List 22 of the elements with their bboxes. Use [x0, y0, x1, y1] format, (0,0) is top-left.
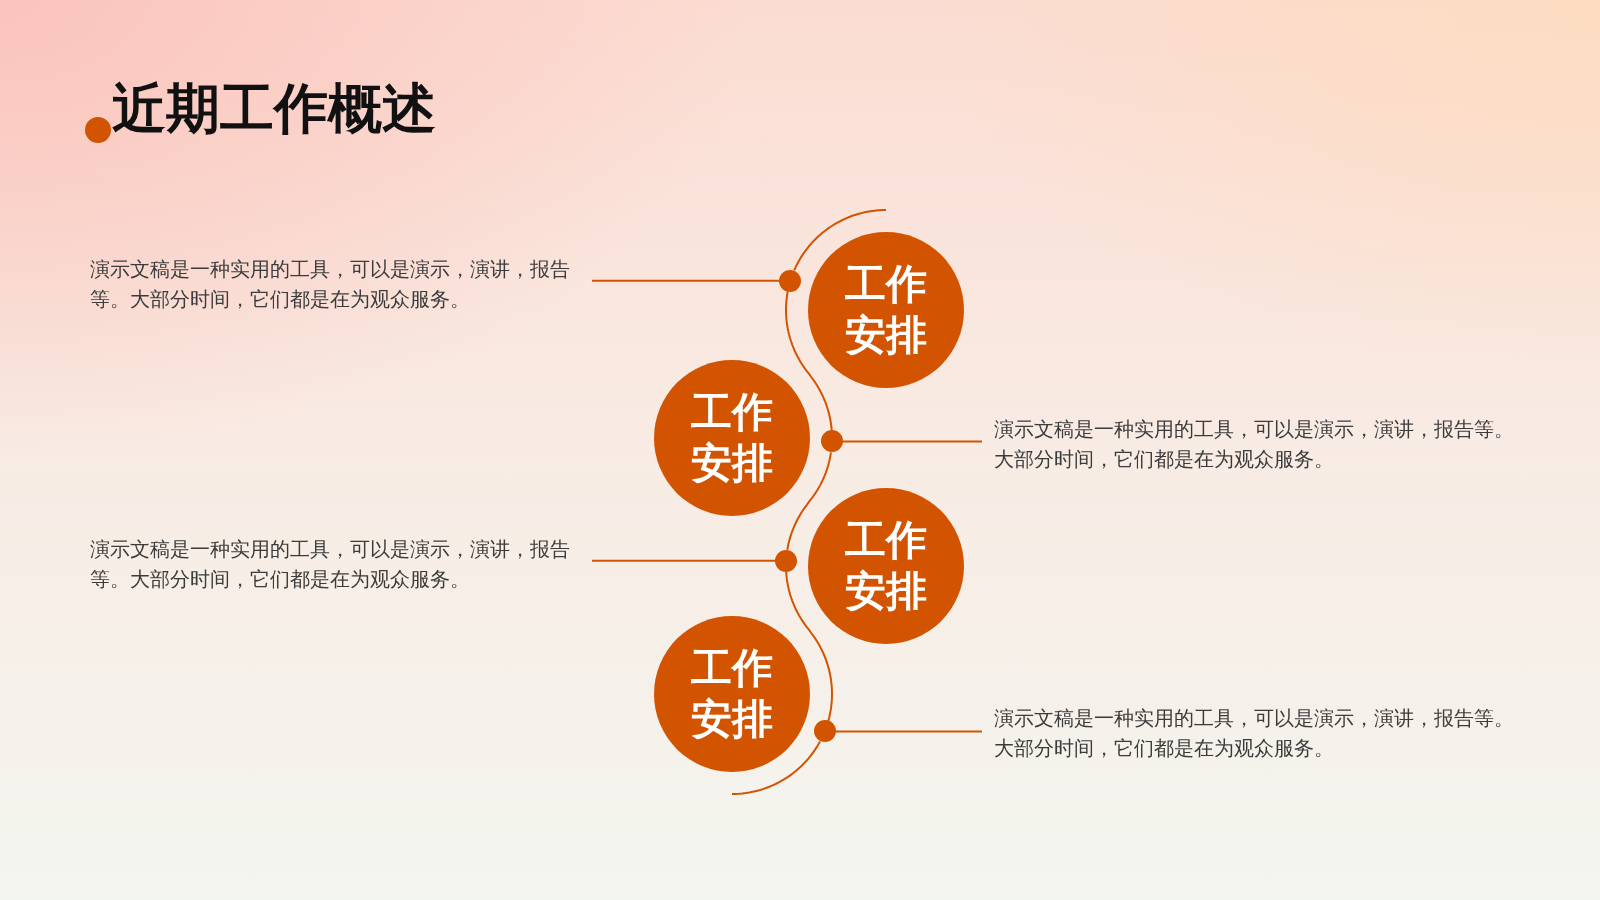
junction-dot — [813, 720, 836, 743]
description-text: 演示文稿是一种实用的工具，可以是演示，演讲，报告等。大部分时间，它们都是在为观众服务。 — [982, 414, 1518, 474]
leader-line — [841, 440, 983, 443]
leader-line — [591, 279, 781, 282]
junction-dot — [775, 549, 798, 572]
topic-label: 工作安排 — [844, 515, 928, 616]
timeline-curve — [785, 290, 833, 432]
timeline-curve — [731, 740, 822, 795]
timeline-curve — [793, 209, 887, 272]
slide-title: 近期工作概述 — [112, 78, 436, 139]
junction-dot — [820, 430, 843, 453]
timeline-curve — [786, 451, 832, 551]
timeline-curve — [785, 570, 833, 723]
description-text: 演示文稿是一种实用的工具，可以是演示，演讲，报告等。大部分时间，它们都是在为观众服务。 — [90, 254, 592, 314]
description-text: 演示文稿是一种实用的工具，可以是演示，演讲，报告等。大部分时间，它们都是在为观众服务。 — [90, 534, 592, 594]
leader-line — [591, 559, 777, 562]
leader-line — [834, 730, 983, 733]
description-text: 演示文稿是一种实用的工具，可以是演示，演讲，报告等。大部分时间，它们都是在为观众服务。 — [982, 703, 1518, 763]
junction-dot — [779, 269, 802, 292]
topic-label: 工作安排 — [690, 643, 774, 744]
topic-label: 工作安排 — [844, 259, 928, 360]
topic-label: 工作安排 — [690, 387, 774, 488]
